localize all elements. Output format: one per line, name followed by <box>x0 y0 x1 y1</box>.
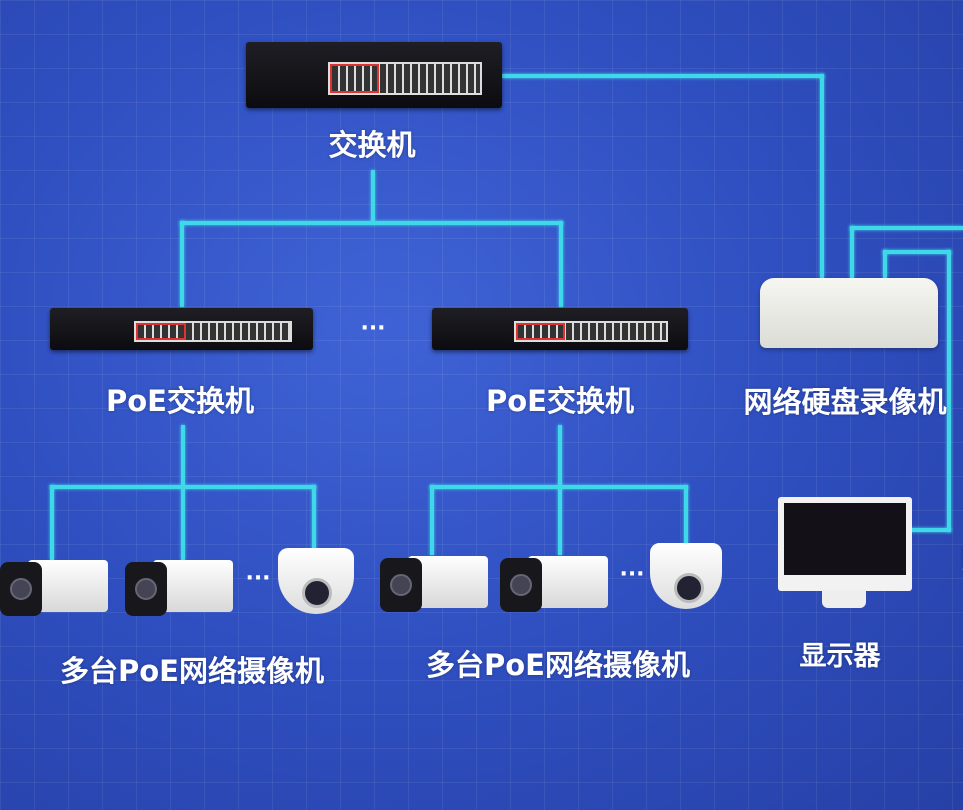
nvr-label: 网络硬盘录像机 <box>743 385 947 419</box>
partial-edge-label: 鼠 <box>960 538 963 577</box>
camera-group-label: 多台PoE网络摄像机 <box>426 648 690 682</box>
poe-switch-label: PoE交换机 <box>106 384 254 418</box>
dome-camera-icon <box>650 543 722 609</box>
ellipsis: ··· <box>360 316 386 341</box>
bullet-camera-icon <box>500 552 608 614</box>
monitor-label: 显示器 <box>799 641 881 672</box>
poe-switch-icon <box>432 308 688 350</box>
nvr-icon <box>760 278 938 348</box>
poe-switch-icon <box>50 308 313 350</box>
ellipsis: ··· <box>619 562 645 587</box>
monitor-icon <box>778 497 912 591</box>
ellipsis: ··· <box>245 566 271 591</box>
dome-camera-icon <box>278 548 354 614</box>
camera-group-label: 多台PoE网络摄像机 <box>60 654 324 688</box>
monitor-stand <box>822 590 866 608</box>
bullet-camera-icon <box>380 552 488 614</box>
core-switch-label: 交换机 <box>328 128 416 162</box>
core-switch-icon <box>246 42 502 108</box>
bullet-camera-icon <box>125 556 233 618</box>
poe-switch-label: PoE交换机 <box>486 384 634 418</box>
bullet-camera-icon <box>0 556 108 618</box>
